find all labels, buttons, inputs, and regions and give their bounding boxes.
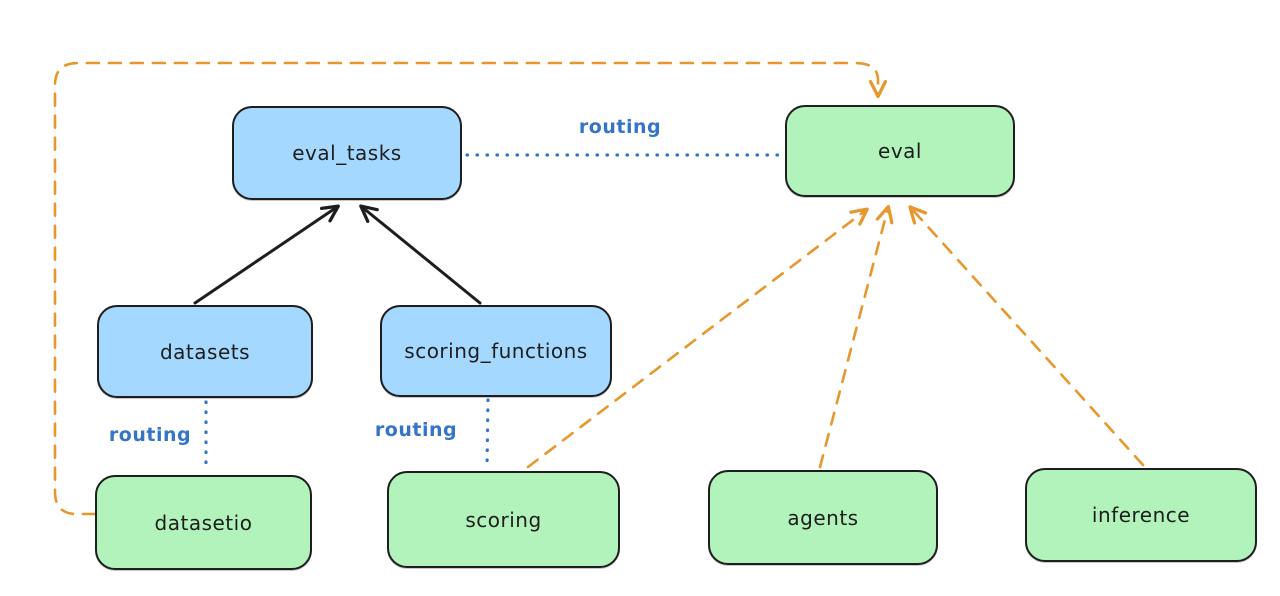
- node-scoring: scoring: [387, 471, 620, 568]
- node-agents-label: agents: [787, 505, 859, 530]
- edge-scoring_functions-to-eval_tasks: [359, 204, 482, 305]
- node-datasetio: datasetio: [95, 475, 312, 570]
- routing-label-scoring_functions-scoring: routing: [374, 419, 458, 441]
- edge-datasetio-to-eval: [53, 61, 888, 516]
- routing-label-eval_tasks-eval: routing: [578, 116, 662, 138]
- node-datasets: datasets: [97, 305, 313, 398]
- node-eval_tasks: eval_tasks: [232, 106, 462, 200]
- node-eval-label: eval: [878, 139, 922, 163]
- node-datasets-label: datasets: [159, 339, 251, 364]
- edge-scoring-to-eval: [526, 207, 869, 469]
- node-scoring-label: scoring: [465, 507, 542, 532]
- node-eval_tasks-label: eval_tasks: [292, 141, 402, 165]
- edge-datasets-to-eval_tasks: [193, 204, 340, 305]
- node-scoring_functions-label: scoring_functions: [404, 339, 588, 363]
- node-datasetio-label: datasetio: [154, 510, 253, 535]
- edge-inference-to-eval: [908, 205, 1145, 467]
- node-agents: agents: [708, 470, 938, 565]
- edge-agents-to-eval: [818, 204, 894, 469]
- node-eval: eval: [785, 105, 1015, 197]
- node-inference: inference: [1025, 468, 1257, 562]
- routing-label-datasets-datasetio: routing: [108, 424, 192, 446]
- node-scoring_functions: scoring_functions: [380, 305, 612, 397]
- edge-scoring_functions-to-scoring: [485, 398, 490, 470]
- node-inference-label: inference: [1091, 503, 1191, 527]
